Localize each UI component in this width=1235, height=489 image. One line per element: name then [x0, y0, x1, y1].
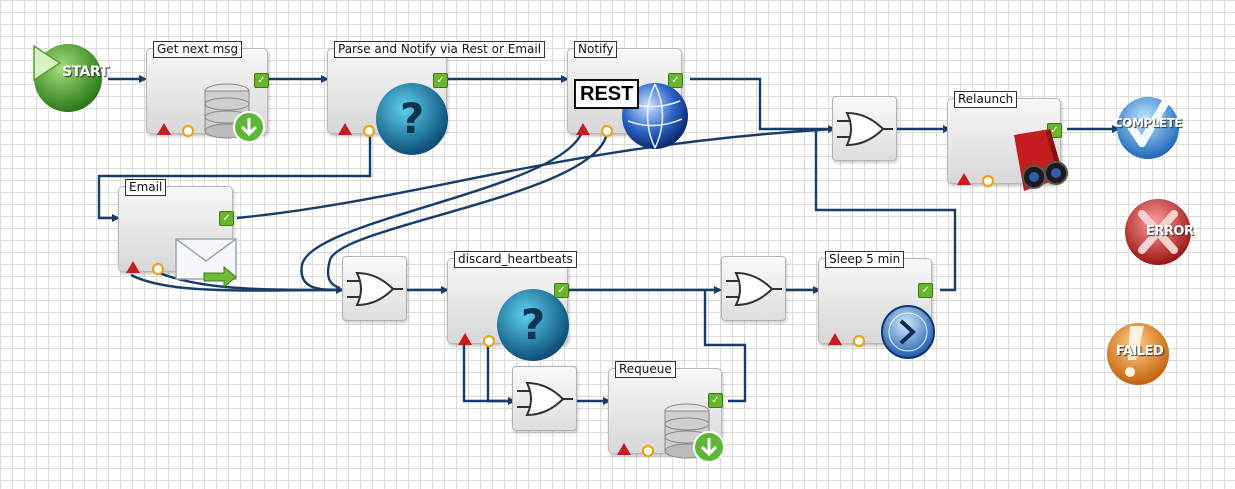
timeout-port-icon[interactable] [483, 335, 495, 347]
node-sleep[interactable]: Sleep 5 min ✓ [818, 251, 935, 359]
complete-terminal[interactable]: COMPLETE [1110, 95, 1195, 165]
failed-exclamation-icon [1107, 323, 1169, 385]
question-decision-icon: ? [497, 289, 569, 361]
error-x-icon [1125, 199, 1191, 265]
node-title: Relaunch [954, 91, 1018, 108]
timeout-port-icon[interactable] [152, 263, 164, 275]
wire-email-ok-to-or1 [236, 127, 835, 220]
check-port-icon[interactable]: ✓ [433, 73, 448, 88]
svg-text:?: ? [400, 94, 424, 143]
clock-sleep-icon [881, 305, 935, 359]
or-gate-1[interactable] [832, 96, 897, 161]
binoculars-icon [1014, 129, 1068, 191]
node-title: Parse and Notify via Rest or Email [334, 41, 546, 58]
or-gate-3[interactable] [721, 256, 786, 321]
node-relaunch[interactable]: Relaunch ✓ [947, 91, 1068, 191]
rest-badge: REST [574, 79, 640, 109]
node-requeue[interactable]: Requeue ✓ [608, 361, 725, 463]
svg-text:?: ? [521, 300, 545, 349]
complete-check-icon [1117, 97, 1179, 159]
or-gate-icon [517, 381, 573, 417]
check-port-icon[interactable]: ✓ [554, 283, 569, 298]
node-title: Email [125, 179, 167, 196]
check-port-icon[interactable]: ✓ [668, 73, 683, 88]
node-discard-heartbeats[interactable]: discard_heartbeats ✓ ? [447, 251, 577, 361]
wire-notify-to-or1 [690, 77, 836, 133]
check-port-icon[interactable]: ✓ [254, 73, 269, 88]
node-title: Sleep 5 min [825, 251, 905, 268]
envelope-send-icon [175, 238, 237, 289]
timeout-port-icon[interactable] [853, 335, 865, 347]
timeout-port-icon[interactable] [982, 175, 994, 187]
start-terminal[interactable]: START [30, 38, 110, 118]
check-port-icon[interactable]: ✓ [918, 283, 933, 298]
node-notify[interactable]: Notify ✓ REST [567, 41, 688, 149]
timeout-port-icon[interactable] [642, 445, 654, 457]
node-get-next-msg[interactable]: Get next msg ✓ [146, 41, 269, 143]
failed-terminal[interactable]: FAILED [1100, 320, 1185, 390]
node-parse-notify[interactable]: Parse and Notify via Rest or Email ✓ ? [327, 41, 546, 155]
timeout-port-icon[interactable] [601, 125, 613, 137]
error-port-icon[interactable] [126, 261, 140, 273]
or-gate-2[interactable] [342, 256, 407, 321]
or-gate-4[interactable] [512, 366, 577, 431]
database-download-icon [204, 83, 265, 143]
database-download-icon [664, 403, 725, 463]
check-port-icon[interactable]: ✓ [708, 393, 723, 408]
failed-label: FAILED [1116, 344, 1164, 359]
timeout-port-icon[interactable] [363, 125, 375, 137]
node-title: Get next msg [153, 41, 243, 58]
node-title: Notify [574, 41, 618, 58]
or-gate-icon [726, 271, 782, 307]
check-port-icon[interactable]: ✓ [219, 211, 234, 226]
start-play-icon [33, 44, 102, 112]
error-port-icon[interactable] [157, 123, 171, 135]
question-decision-icon: ? [376, 83, 448, 155]
node-title: discard_heartbeats [454, 251, 577, 268]
error-port-icon[interactable] [957, 173, 971, 185]
error-terminal[interactable]: ERROR [1120, 196, 1202, 272]
complete-label: COMPLETE [1114, 116, 1182, 130]
or-gate-icon [837, 111, 893, 147]
error-label: ERROR [1146, 224, 1194, 239]
error-port-icon[interactable] [338, 123, 352, 135]
error-port-icon[interactable] [458, 333, 472, 345]
or-gate-icon [347, 271, 403, 307]
error-port-icon[interactable] [576, 123, 590, 135]
start-label: START [62, 64, 109, 80]
node-title: Requeue [615, 361, 676, 378]
error-port-icon[interactable] [828, 333, 842, 345]
error-port-icon[interactable] [617, 443, 631, 455]
node-email[interactable]: Email ✓ [118, 179, 237, 289]
timeout-port-icon[interactable] [182, 125, 194, 137]
